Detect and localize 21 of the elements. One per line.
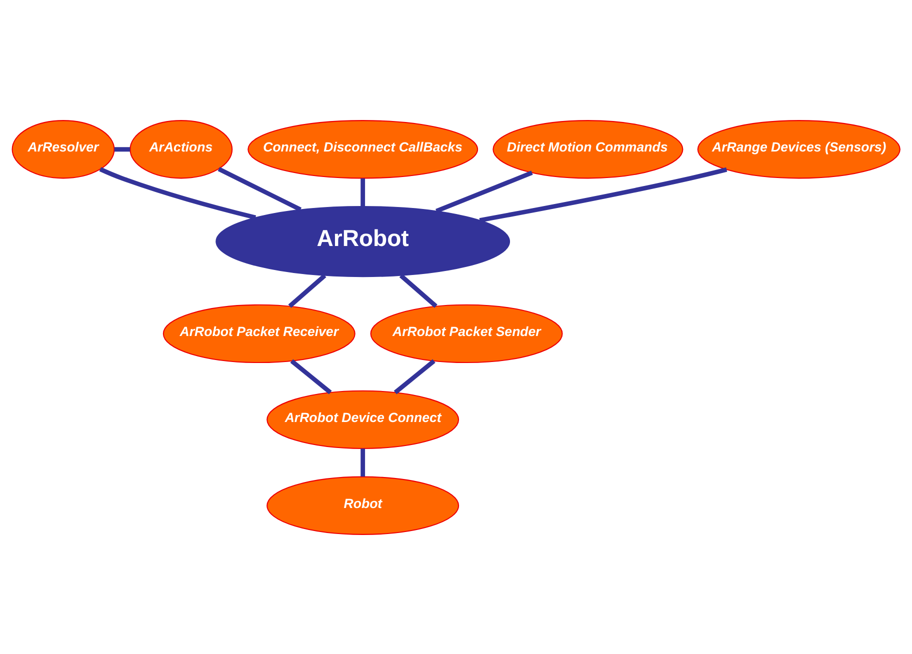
node-ellipse: ArRobot <box>216 205 510 277</box>
node-ellipse: ArRobot Device Connect <box>266 390 460 449</box>
connector <box>360 178 366 206</box>
node-ellipse: Direct Motion Commands <box>492 120 684 178</box>
connector <box>360 448 366 476</box>
node-ellipse: Connect, Disconnect CallBacks <box>248 120 478 178</box>
connector <box>218 166 302 212</box>
connector <box>394 358 436 394</box>
node-ellipse: ArRobot Packet Sender <box>370 304 563 363</box>
node-ellipse: ArActions <box>130 120 233 178</box>
node-ellipse: ArRobot Packet Receiver <box>162 304 356 363</box>
connector <box>114 146 130 152</box>
node-ellipse: Robot <box>266 476 460 534</box>
connector <box>290 358 332 394</box>
connector <box>399 273 438 308</box>
node-ellipse: ArRange Devices (Sensors) <box>697 120 900 178</box>
connector <box>479 166 728 222</box>
connector <box>99 166 256 220</box>
connector <box>288 273 326 308</box>
node-ellipse: ArResolver <box>12 120 115 178</box>
connector <box>436 170 533 213</box>
